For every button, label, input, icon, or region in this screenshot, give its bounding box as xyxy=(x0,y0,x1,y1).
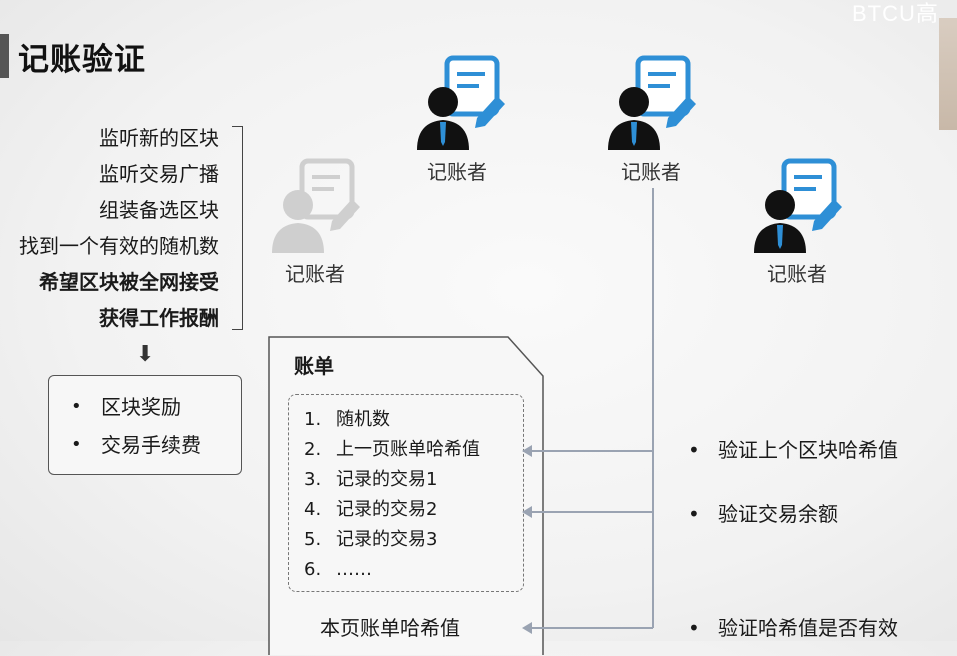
bookkeeper-label: 记账者 xyxy=(767,262,827,286)
step-item: 监听新的区块 xyxy=(99,126,219,150)
process-steps: 监听新的区块 监听交易广播 组装备选区块 找到一个有效的随机数 希望区块被全网接… xyxy=(0,120,219,336)
verification-item: •验证哈希值是否有效 xyxy=(688,616,898,640)
list-item: 4.记录的交易2 xyxy=(304,499,438,520)
ledger-item-list: 1.随机数 2.上一页账单哈希值 3.记录的交易1 4.记录的交易2 5.记录的… xyxy=(304,405,480,585)
arrow-left-icon xyxy=(522,445,532,457)
watermark: BTCU高 xyxy=(852,1,939,26)
step-item: 获得工作报酬 xyxy=(99,306,219,330)
bookkeeper-label: 记账者 xyxy=(285,262,345,286)
step-item: 找到一个有效的随机数 xyxy=(19,234,219,258)
ledger-document xyxy=(268,336,544,655)
step-item: 希望区块被全网接受 xyxy=(39,270,219,294)
reward-item: 交易手续费 xyxy=(71,426,241,464)
step-item: 组装备选区块 xyxy=(99,198,219,222)
reward-item: 区块奖励 xyxy=(71,388,241,426)
title-accent-bar xyxy=(0,34,9,78)
arrow-left-icon xyxy=(522,622,532,634)
down-arrow-icon: ⬇ xyxy=(136,342,155,367)
arrow-left-icon xyxy=(522,506,532,518)
reward-box: 区块奖励 交易手续费 xyxy=(48,375,242,475)
list-item: 6.…… xyxy=(304,559,372,580)
connector-line xyxy=(530,450,653,452)
page-title: 记账验证 xyxy=(18,42,146,78)
ledger-contents-box xyxy=(288,394,524,592)
ledger-footer: 本页账单哈希值 xyxy=(320,616,460,640)
person-icon xyxy=(608,55,696,150)
connector-line xyxy=(530,511,653,513)
list-item: 3.记录的交易1 xyxy=(304,469,438,490)
steps-bracket xyxy=(232,126,243,330)
connector-line xyxy=(530,627,653,629)
bookkeeper-label: 记账者 xyxy=(621,160,681,184)
presenter-photo xyxy=(939,18,957,130)
person-icon xyxy=(417,55,505,150)
person-icon xyxy=(754,158,842,253)
step-item: 监听交易广播 xyxy=(99,162,219,186)
verification-item: •验证上个区块哈希值 xyxy=(688,438,898,462)
list-item: 2.上一页账单哈希值 xyxy=(304,439,480,460)
verification-connector xyxy=(652,188,654,628)
ledger-title: 账单 xyxy=(294,354,334,378)
person-icon xyxy=(272,158,360,253)
list-item: 5.记录的交易3 xyxy=(304,529,438,550)
verification-item: •验证交易余额 xyxy=(688,502,838,526)
list-item: 1.随机数 xyxy=(304,409,390,430)
bookkeeper-label: 记账者 xyxy=(427,160,487,184)
